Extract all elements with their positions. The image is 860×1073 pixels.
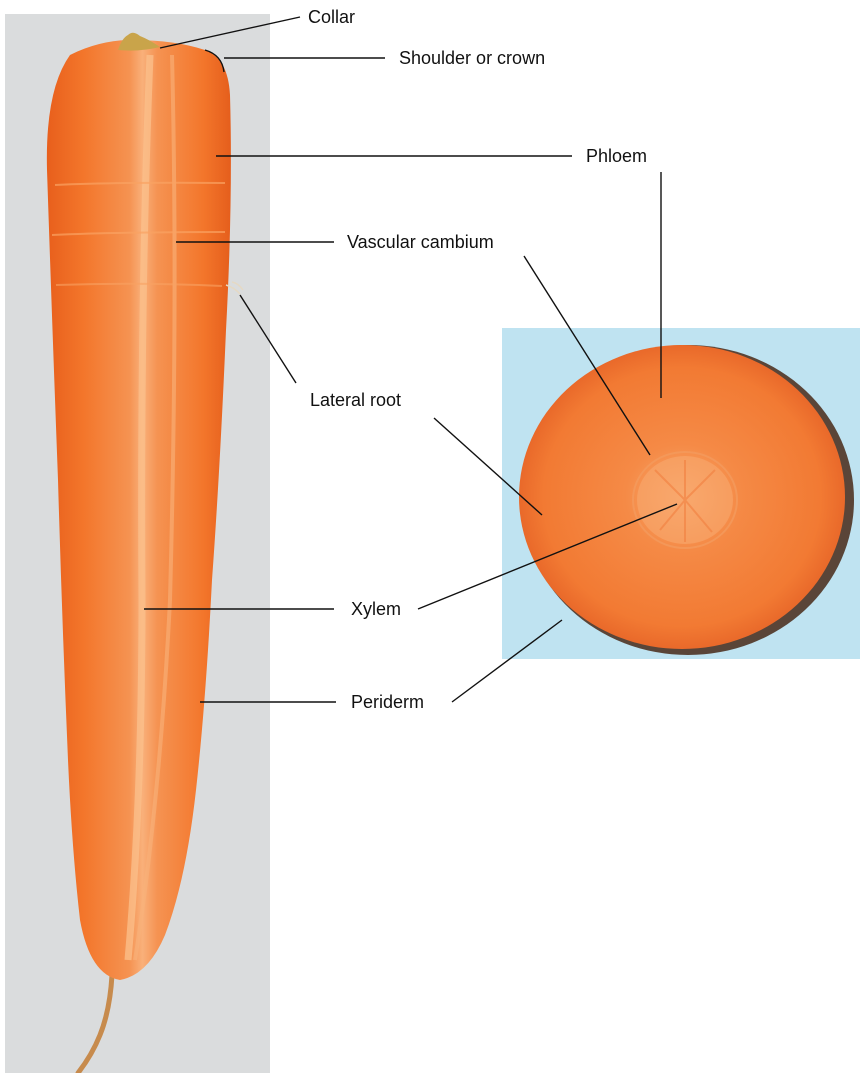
label-xylem: Xylem bbox=[351, 599, 401, 619]
label-vascular-cambium: Vascular cambium bbox=[347, 232, 494, 252]
label-lateral-root: Lateral root bbox=[310, 390, 401, 410]
label-collar: Collar bbox=[308, 7, 355, 27]
label-periderm: Periderm bbox=[351, 692, 424, 712]
label-shoulder-or-crown: Shoulder or crown bbox=[399, 48, 545, 68]
label-phloem: Phloem bbox=[586, 146, 647, 166]
